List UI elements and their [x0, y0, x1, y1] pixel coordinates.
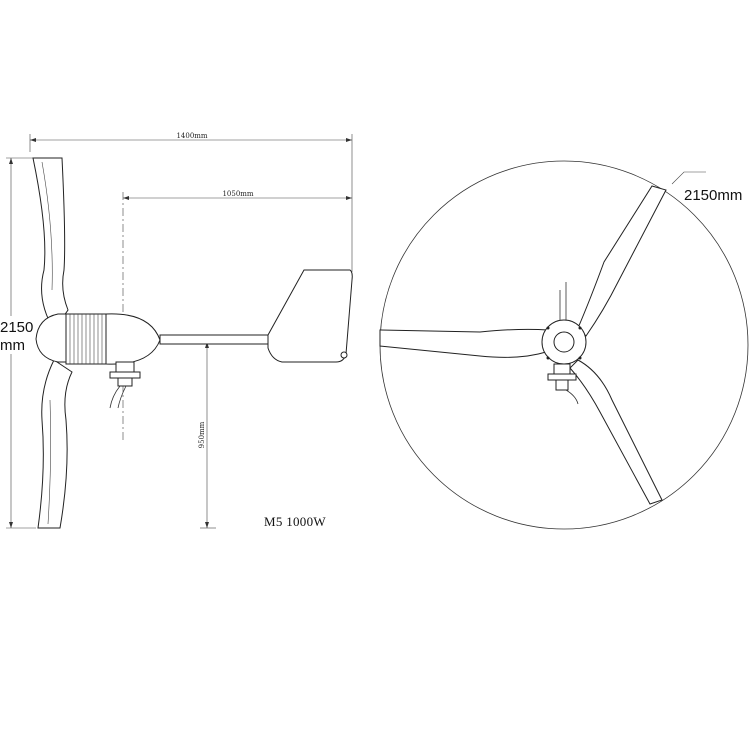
front-blades: [379, 185, 667, 505]
front-rotor-diameter-dimension: 2150mm: [671, 171, 742, 204]
side-hub: [35, 313, 67, 363]
overall-length-label: 1400mm: [176, 132, 207, 140]
model-label: M5 1000W: [264, 514, 326, 529]
tail-length-label: 1050mm: [222, 190, 253, 198]
front-tail-fin: [559, 282, 567, 320]
side-tail-boom: [159, 334, 273, 345]
side-view: 1400mm 1050mm 950mm 2150 mm: [0, 132, 353, 529]
side-tower-mount: [109, 361, 141, 409]
side-tail-fin: [267, 269, 353, 363]
side-rotor-diameter-dimension: 2150 mm: [0, 157, 36, 529]
side-blade: [32, 157, 73, 529]
side-rotor-diameter-label-line1: 2150: [0, 319, 33, 336]
front-tower-mount: [547, 363, 579, 405]
front-hub: [541, 319, 587, 365]
tower-height-dimension: 950mm: [198, 342, 216, 529]
side-rotor-diameter-label-line2: mm: [0, 337, 25, 354]
front-rotor-diameter-label: 2150mm: [684, 187, 742, 204]
tower-height-label: 950mm: [198, 421, 206, 448]
front-view: 2150mm: [379, 160, 749, 530]
overall-length-dimension: 1400mm: [29, 132, 353, 272]
side-generator: [65, 313, 161, 365]
